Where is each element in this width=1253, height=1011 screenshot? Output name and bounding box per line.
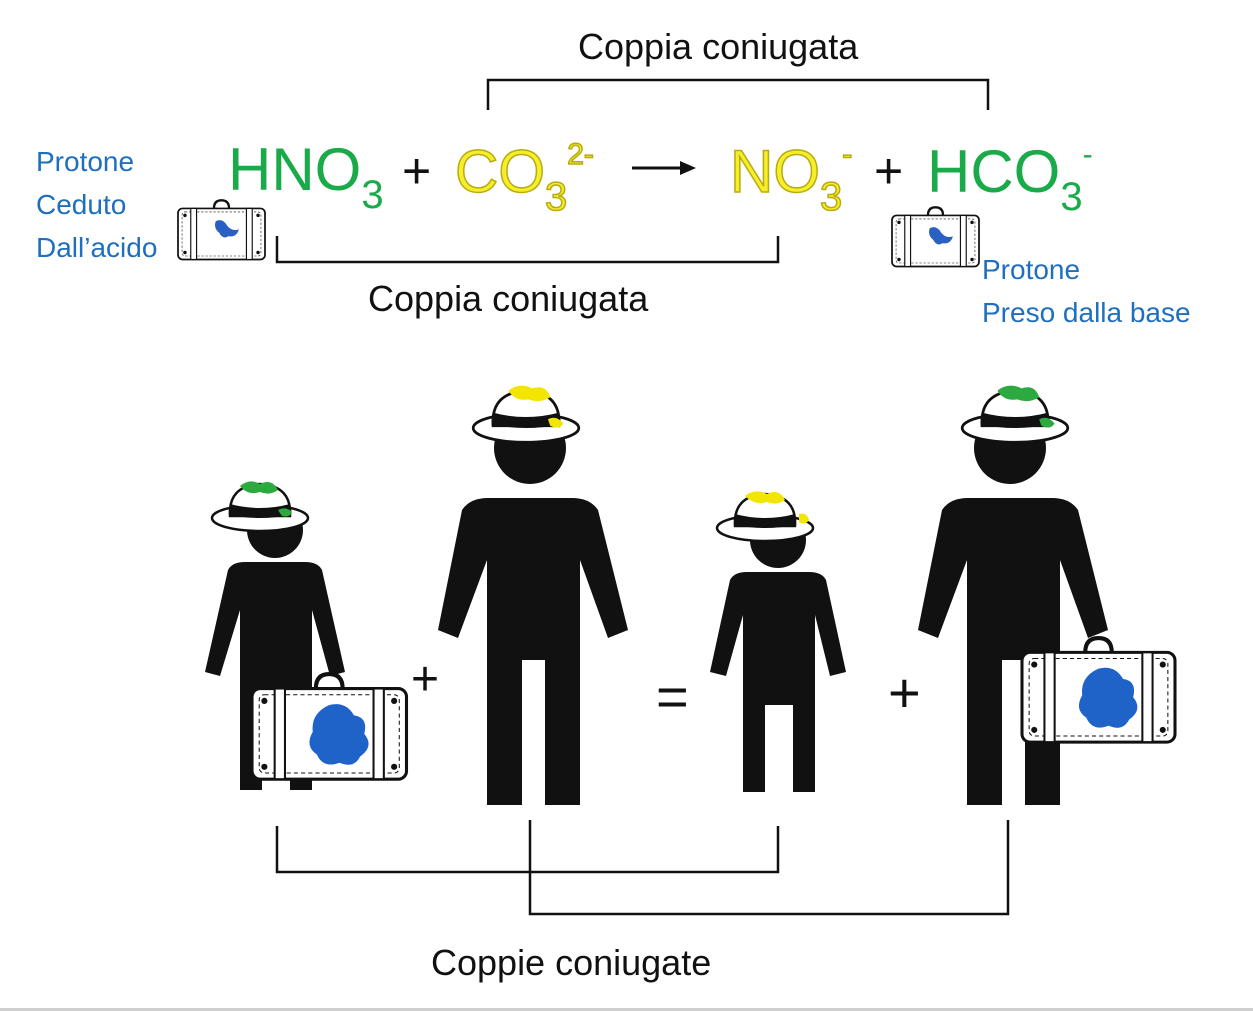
acid-formula: HNO3 — [228, 136, 384, 217]
conjugate-acid-formula: HCO3- — [927, 138, 1093, 219]
bottom-bracket-2 — [528, 820, 1010, 916]
proton-ceded-label: Protone Ceduto Dall’acido — [36, 146, 158, 263]
bottom-bracket-1 — [275, 826, 780, 874]
equation-plus-2: + — [874, 143, 904, 199]
person-base-icon — [438, 385, 628, 805]
bottom-pairs-label: Coppie coniugate — [431, 942, 712, 983]
reaction-arrow-head — [680, 161, 696, 175]
suitcase-icon-small-left — [176, 199, 267, 261]
base-formula: CO32- — [454, 138, 594, 219]
person-conjugate-base-icon — [710, 491, 846, 792]
suitcase-icon-left — [252, 674, 407, 779]
person-conjugate-acid-icon — [918, 385, 1108, 805]
conjugate-base-formula: NO3- — [729, 138, 853, 219]
bottom-divider — [0, 1008, 1253, 1011]
figures-plus-right: + — [888, 661, 921, 724]
middle-pair-bracket — [275, 236, 780, 264]
figures-plus-left: + — [411, 653, 440, 706]
equation-plus-1: + — [402, 143, 432, 199]
proton-taken-label: Protone Preso dalla base — [982, 254, 1191, 328]
suitcase-icon-right — [1022, 638, 1175, 742]
top-pair-label: Coppia coniugata — [578, 26, 859, 67]
figures-equals: = — [656, 665, 689, 728]
suitcase-icon-small-right — [890, 206, 981, 268]
middle-pair-label: Coppia coniugata — [368, 278, 649, 319]
top-pair-bracket — [486, 78, 990, 110]
